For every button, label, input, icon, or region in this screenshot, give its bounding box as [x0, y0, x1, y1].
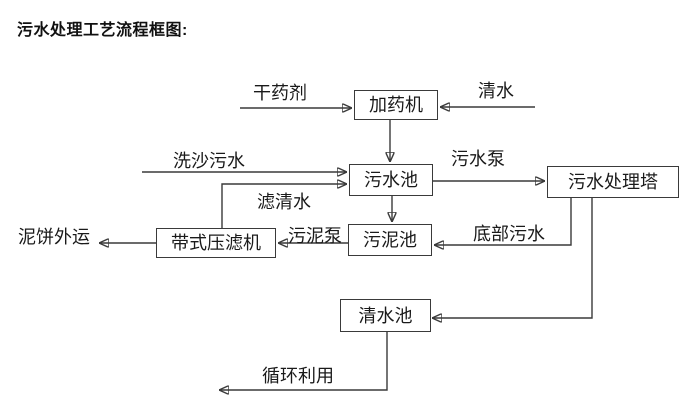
- node-sewage-pool: 污水池: [349, 164, 433, 196]
- label-mud-cake-outbound: 泥饼外运: [18, 227, 90, 247]
- node-sludge-pool: 污泥池: [348, 224, 432, 256]
- node-sewage-treatment-tower: 污水处理塔: [547, 166, 679, 198]
- label-recycle-use: 循环利用: [262, 366, 334, 386]
- node-belt-filter-press: 带式压滤机: [156, 228, 276, 258]
- arrow-treatment-tower-to-clean-water-pool: [432, 198, 593, 318]
- label-sewage-pump: 污水泵: [451, 149, 505, 169]
- node-dosing-machine: 加药机: [354, 90, 438, 120]
- label-clean-water: 清水: [478, 81, 514, 101]
- label-filtered-water: 滤清水: [257, 192, 311, 212]
- label-sand-wash-sewage: 洗沙污水: [173, 151, 245, 171]
- label-sludge-pump: 污泥泵: [288, 226, 342, 246]
- diagram-title: 污水处理工艺流程框图:: [17, 22, 188, 39]
- arrow-recycle-use: [219, 332, 388, 390]
- node-clean-water-pool: 清水池: [340, 299, 431, 332]
- arrow-filtered-water-to-sewage-pool: [221, 184, 347, 228]
- arrow-bottom-sewage-to-sludge-pool: [434, 198, 572, 245]
- label-dry-agent: 干药剂: [253, 83, 307, 103]
- label-bottom-sewage: 底部污水: [473, 224, 545, 244]
